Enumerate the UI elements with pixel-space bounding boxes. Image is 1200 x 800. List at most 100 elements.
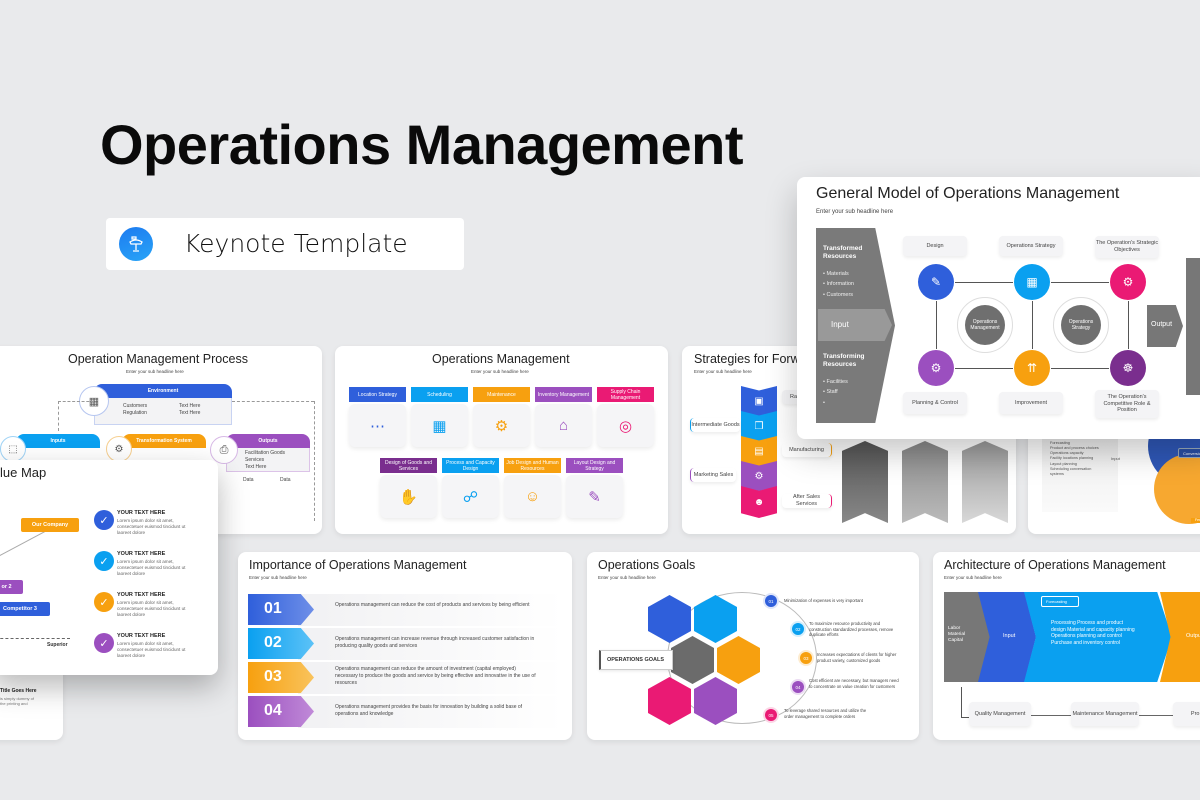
location-strategy-icon[interactable]: ⋯ xyxy=(349,404,406,447)
tile-label: Maintenance xyxy=(487,391,516,398)
inputs-header: Inputs xyxy=(16,434,100,448)
center-left-label: Operations Management xyxy=(965,305,1005,345)
outputs-header: Outputs xyxy=(226,434,310,448)
hex-icon xyxy=(648,595,691,643)
input-label: Input xyxy=(831,320,849,329)
inputs-icon: ⬚ xyxy=(0,436,26,462)
node-label: Improvement xyxy=(999,392,1063,414)
center-right-label: Operations Strategy xyxy=(1061,305,1101,345)
center-ring: Operations Strategy xyxy=(1053,297,1109,353)
item-text: Operations management provides the basis… xyxy=(335,704,523,717)
item-text: Operations management can reduce the amo… xyxy=(335,666,536,686)
goal-number: 02 xyxy=(792,623,804,635)
planning-list: Forecasting Product and process choices … xyxy=(1050,441,1099,476)
goal-number: 05 xyxy=(765,709,777,721)
slide-goals[interactable]: Operations Goals Enter your sub headline… xyxy=(587,552,919,740)
design-icon: ✎ xyxy=(918,264,954,300)
hidden-body: is simply dummy of the printing and xyxy=(0,696,35,707)
strategy-label: Marketing Sales xyxy=(690,468,736,482)
slide-title: lue Map xyxy=(0,465,47,480)
competitor-3-tag: Competitor 3 xyxy=(0,602,50,616)
feedback-label: Feedba xyxy=(1191,518,1200,523)
environment-body: Customers Regulation Text Here Text Here xyxy=(94,398,232,425)
slide-subtitle: Enter your sub headline here xyxy=(126,369,184,374)
slide-title: General Model of Operations Management xyxy=(816,185,1120,202)
slide-subtitle: Enter your sub headline here xyxy=(694,369,752,374)
slide-value-map[interactable]: lue Map Our Company or 2 Competitor 3 Su… xyxy=(0,460,218,675)
slide-title: Operations Goals xyxy=(598,558,696,572)
slide-architecture[interactable]: Architecture of Operations Management En… xyxy=(933,552,1200,740)
chevron-column xyxy=(962,441,1008,523)
transforming-list: • Facilities • Staff • xyxy=(823,379,848,406)
item-text: Operations management can increase reven… xyxy=(335,636,535,649)
node-label: Planning & Control xyxy=(903,392,967,414)
strategy-icon: ▦ xyxy=(1014,264,1050,300)
target-hex-icon xyxy=(671,636,714,684)
tile-label: Supply Chain Management xyxy=(610,388,641,401)
goal-number: 01 xyxy=(765,595,777,607)
hex-icon xyxy=(694,677,737,725)
node-label: The Operation's Competitive Role & Posit… xyxy=(1095,390,1159,418)
node-label: The Operation's Strategic Objectives xyxy=(1095,236,1159,258)
keynote-podium-icon xyxy=(119,227,153,261)
transformed-title: Transformed Resources xyxy=(823,245,863,260)
check-icon: ✓ xyxy=(94,633,114,653)
design-goods-icon[interactable]: ✋ xyxy=(380,475,437,518)
slide-general-model[interactable]: General Model of Operations Management E… xyxy=(797,177,1200,439)
slide-title: Architecture of Operations Management xyxy=(944,558,1166,572)
hero-title: Operations Management xyxy=(100,113,743,176)
transformed-list: • Materials • Information • Customers xyxy=(823,271,854,298)
slide-subtitle: Enter your sub headline here xyxy=(471,369,529,374)
hex-icon xyxy=(694,595,737,643)
input-arrow xyxy=(818,309,892,341)
node-label: Operations Strategy xyxy=(999,236,1063,256)
output-panel xyxy=(1186,258,1200,395)
template-badge[interactable]: Keynote Template xyxy=(106,218,464,270)
slide-subtitle: Enter your sub headline here xyxy=(816,209,894,215)
process-capacity-icon[interactable]: ☍ xyxy=(442,475,499,518)
maintenance-management-box: Maintenance Management xyxy=(1071,702,1139,726)
outputs-icon: ⎙ xyxy=(210,436,238,464)
slide-importance[interactable]: Importance of Operations Management Ente… xyxy=(238,552,572,740)
stack-step: ☻ xyxy=(741,486,777,518)
superior-label: Superior xyxy=(47,642,68,648)
strategy-label: Intermediate Goods xyxy=(690,418,740,432)
supply-chain-icon[interactable]: ◎ xyxy=(597,404,654,447)
forecasting-callout: Forecasting xyxy=(1041,596,1079,607)
warehouse-icon[interactable]: ⌂ xyxy=(535,404,592,447)
item-number: 01 xyxy=(264,600,282,617)
tile-label: Inventory Management xyxy=(537,391,590,398)
human-resources-icon[interactable]: ☺ xyxy=(504,475,561,518)
item-number: 03 xyxy=(264,668,282,685)
process-improvement-box: Pro Impro xyxy=(1173,702,1200,726)
slide-subtitle: Enter your sub headline here xyxy=(598,575,656,580)
stack-step: ▤ xyxy=(741,436,777,466)
maintenance-icon[interactable]: ⚙ xyxy=(473,404,530,447)
data-label: Data xyxy=(280,477,291,483)
hidden-title: Title Goes Here xyxy=(0,688,37,694)
center-ring: Operations Management xyxy=(957,297,1013,353)
check-icon: ✓ xyxy=(94,510,114,530)
output-arrow xyxy=(1147,305,1183,347)
data-label: Data xyxy=(243,477,254,483)
goal-number: 03 xyxy=(800,652,812,664)
stack-step: ⚙ xyxy=(741,461,777,491)
our-company-tag: Our Company xyxy=(21,518,79,532)
layout-design-icon[interactable]: ✎ xyxy=(566,475,623,518)
node-label: Design xyxy=(903,236,967,256)
conversion-label: Conversion xyxy=(1178,448,1200,458)
slide-title: Operations Management xyxy=(432,352,570,366)
slide-ops-grid[interactable]: Operations Management Enter your sub hea… xyxy=(335,346,668,534)
calendar-icon[interactable]: ▦ xyxy=(411,404,468,447)
check-icon: ✓ xyxy=(94,592,114,612)
hex-icon xyxy=(648,677,691,725)
slide-title: Importance of Operations Management xyxy=(249,558,467,572)
transformation-header: Transformation System xyxy=(122,434,206,448)
check-icon: ✓ xyxy=(94,551,114,571)
stack-step: ▣ xyxy=(741,386,777,416)
slide-title: Operation Management Process xyxy=(68,352,248,366)
competitive-icon: ☸ xyxy=(1110,350,1146,386)
tile-label: Process and Capacity Design xyxy=(446,459,495,472)
stage-process xyxy=(1024,592,1172,682)
hex-icon xyxy=(717,636,760,684)
